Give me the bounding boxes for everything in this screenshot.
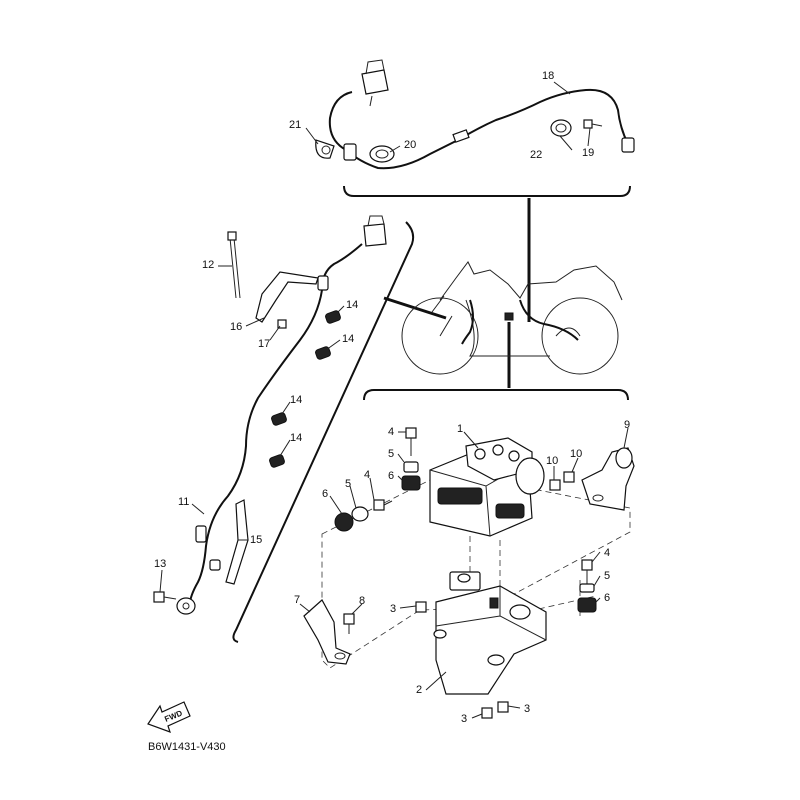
callout-11: 11 (178, 496, 189, 508)
callout-6-top: 6 (388, 470, 394, 482)
callout-8: 8 (359, 595, 365, 607)
callout-4-mid: 4 (364, 469, 370, 481)
bracket-2 (433, 571, 547, 695)
callout-4-right: 4 (604, 547, 610, 559)
front-wheel-sensor-lead-11 (176, 215, 387, 615)
callout-2: 2 (416, 684, 422, 696)
clamp-20 (369, 145, 395, 163)
motorcycle-overview (401, 261, 623, 375)
callout-14-d: 14 (290, 432, 302, 444)
clamp-14-c (271, 412, 287, 426)
right-section-bracket (363, 389, 629, 401)
callout-19: 19 (582, 147, 594, 159)
hydraulic-unit-1 (429, 437, 545, 537)
collar-5-top (403, 461, 419, 473)
bolt-10-a (549, 479, 561, 491)
callout-5-top: 5 (388, 448, 394, 460)
callout-10-b: 10 (570, 448, 582, 460)
callout-4-top: 4 (388, 426, 394, 438)
clamp-14-d (269, 454, 285, 468)
callout-numbers: 18 21 20 22 19 12 16 17 14 14 14 14 11 1… (154, 70, 630, 725)
bolt-10-b (563, 471, 575, 483)
callout-15: 15 (250, 534, 262, 546)
callout-6-right: 6 (604, 592, 610, 604)
left-section-boundary (232, 221, 415, 643)
damper-6-right (577, 597, 597, 613)
callout-13: 13 (154, 558, 166, 570)
bracket-7 (303, 599, 351, 665)
bolt-3-left (415, 601, 427, 613)
bolt-4-right (581, 559, 593, 584)
callout-14-b: 14 (342, 333, 354, 345)
callout-6-mid: 6 (322, 488, 328, 500)
callout-21: 21 (289, 119, 301, 131)
callout-14-c: 14 (290, 394, 302, 406)
callout-1: 1 (457, 423, 463, 435)
bolt-17 (277, 319, 287, 329)
leader-lines (159, 81, 629, 719)
bolt-4-top (405, 427, 417, 456)
callout-9: 9 (624, 419, 630, 431)
callout-16: 16 (230, 321, 242, 333)
callout-3-left: 3 (390, 603, 396, 615)
callout-10-a: 10 (546, 455, 558, 467)
bolt-8 (343, 613, 355, 634)
callout-14-a: 14 (346, 299, 358, 311)
bracket-15 (225, 499, 249, 585)
callout-20: 20 (404, 139, 416, 151)
damper-6-mid (334, 512, 354, 532)
callout-22: 22 (530, 149, 542, 161)
top-section-bracket (343, 185, 631, 197)
bolt-3-bottom-a (481, 707, 493, 719)
callout-12: 12 (202, 259, 214, 271)
collar-5-right (579, 583, 595, 593)
callout-17: 17 (258, 338, 270, 350)
bolt-4-mid (373, 499, 393, 511)
cable-tie-12 (227, 231, 241, 299)
collar-5-mid (351, 506, 369, 522)
clamp-14-a (325, 310, 341, 324)
clamp-21 (315, 139, 335, 159)
bolt-19 (583, 119, 603, 129)
bolt-3-bottom-b (497, 701, 509, 713)
callout-3-bottom-b: 3 (524, 703, 530, 715)
forward-direction-arrow: FWD (147, 701, 191, 733)
callout-5-right: 5 (604, 570, 610, 582)
damper-6-top (401, 475, 421, 491)
callout-5-mid: 5 (345, 478, 351, 490)
bracket-9 (581, 447, 635, 511)
rear-wheel-sensor-lead-18 (328, 59, 635, 170)
callout-3-bottom-a: 3 (461, 713, 467, 725)
bracket-16 (255, 271, 319, 323)
clamp-22 (550, 119, 572, 137)
drawing-code: B6W1431-V430 (148, 741, 226, 753)
callout-18: 18 (542, 70, 554, 82)
callout-7: 7 (294, 594, 300, 606)
bolt-13 (153, 591, 177, 603)
